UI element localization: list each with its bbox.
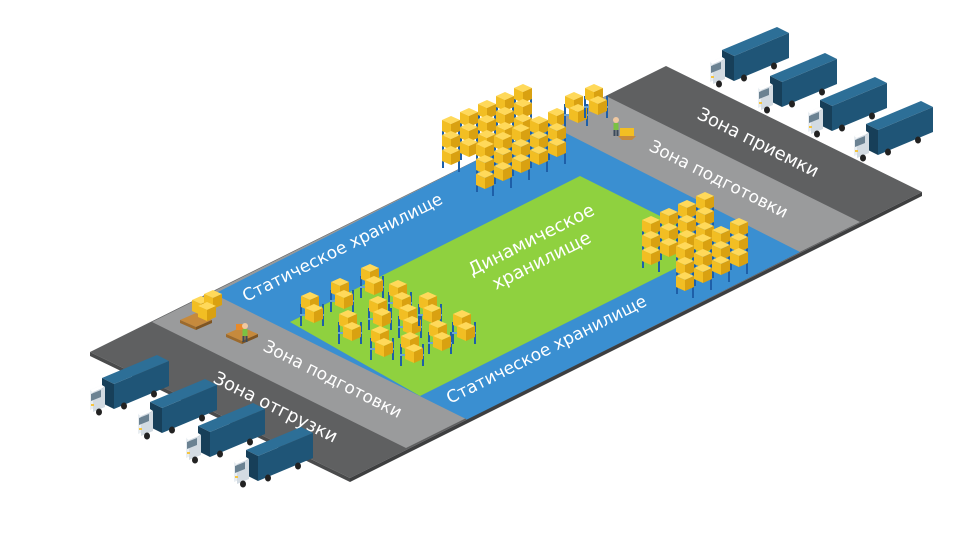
- dynamic-storage-zone: [290, 176, 720, 396]
- forklift-icon: [226, 324, 258, 344]
- floor: [90, 66, 922, 482]
- forklift-icon: [618, 128, 636, 140]
